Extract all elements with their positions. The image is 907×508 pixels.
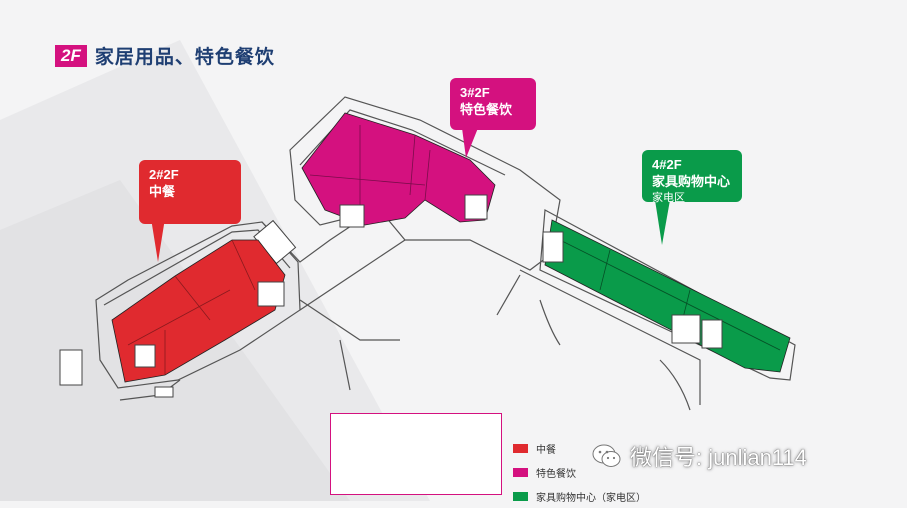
callout-green-line3: 家电区 bbox=[652, 192, 685, 204]
callout-green-line2: 家具购物中心 bbox=[652, 174, 731, 189]
pink-zone-stairs bbox=[339, 204, 365, 228]
zone-furniture-shopping[interactable] bbox=[544, 219, 791, 373]
green-zone-stairs bbox=[542, 231, 564, 263]
green-zone-stairs-3 bbox=[701, 319, 723, 349]
pink-zone-stairs-2 bbox=[464, 194, 488, 220]
green-zone-stairs-2 bbox=[671, 314, 701, 344]
red-zone-stairs-2 bbox=[134, 344, 156, 368]
floor-badge: 2F bbox=[55, 44, 87, 67]
callout-red-line1: 2#2F bbox=[149, 167, 179, 182]
callout-pointer-red bbox=[150, 212, 166, 262]
legend-label: 中餐 bbox=[536, 444, 556, 456]
callout-pointer-pink bbox=[462, 128, 478, 158]
legend: 中餐 特色餐饮 家具购物中心（家电区） bbox=[513, 436, 646, 508]
red-zone-divisions bbox=[127, 239, 256, 375]
legend-mini-map-frame bbox=[330, 413, 502, 495]
callout-pointer-green bbox=[655, 200, 670, 245]
pink-zone-divisions bbox=[309, 125, 431, 215]
callout-specialty-dining[interactable]: 3#2F 特色餐饮 bbox=[450, 78, 536, 130]
legend-item-furniture: 家具购物中心（家电区） bbox=[513, 484, 646, 508]
page-title: 家居用品、特色餐饮 bbox=[94, 47, 275, 68]
legend-swatch-green bbox=[513, 491, 528, 501]
legend-label: 特色餐饮 bbox=[536, 468, 576, 480]
stairs bbox=[59, 219, 297, 398]
red-zone-stairs bbox=[257, 281, 285, 307]
legend-swatch-red bbox=[513, 443, 528, 453]
legend-swatch-pink bbox=[513, 467, 528, 477]
legend-label: 家具购物中心（家电区） bbox=[536, 492, 646, 504]
wechat-icon bbox=[592, 444, 621, 467]
callout-pink-line1: 3#2F bbox=[460, 85, 490, 100]
callout-furniture-shopping[interactable]: 4#2F 家具购物中心 家电区 bbox=[642, 150, 742, 204]
wechat-watermark: 微信号: junlian114 bbox=[592, 440, 807, 472]
callout-chinese-restaurant[interactable]: 2#2F 中餐 bbox=[139, 160, 241, 224]
callout-green-line1: 4#2F bbox=[652, 157, 682, 172]
callout-red-line2: 中餐 bbox=[149, 184, 176, 199]
legend-item-specialty: 特色餐饮 bbox=[513, 460, 646, 484]
legend-item-chinese: 中餐 bbox=[513, 436, 646, 460]
callout-pink-line2: 特色餐饮 bbox=[460, 102, 513, 117]
watermark-text: 微信号: junlian114 bbox=[630, 445, 807, 470]
page-header: 2F 家居用品、特色餐饮 bbox=[55, 42, 275, 69]
